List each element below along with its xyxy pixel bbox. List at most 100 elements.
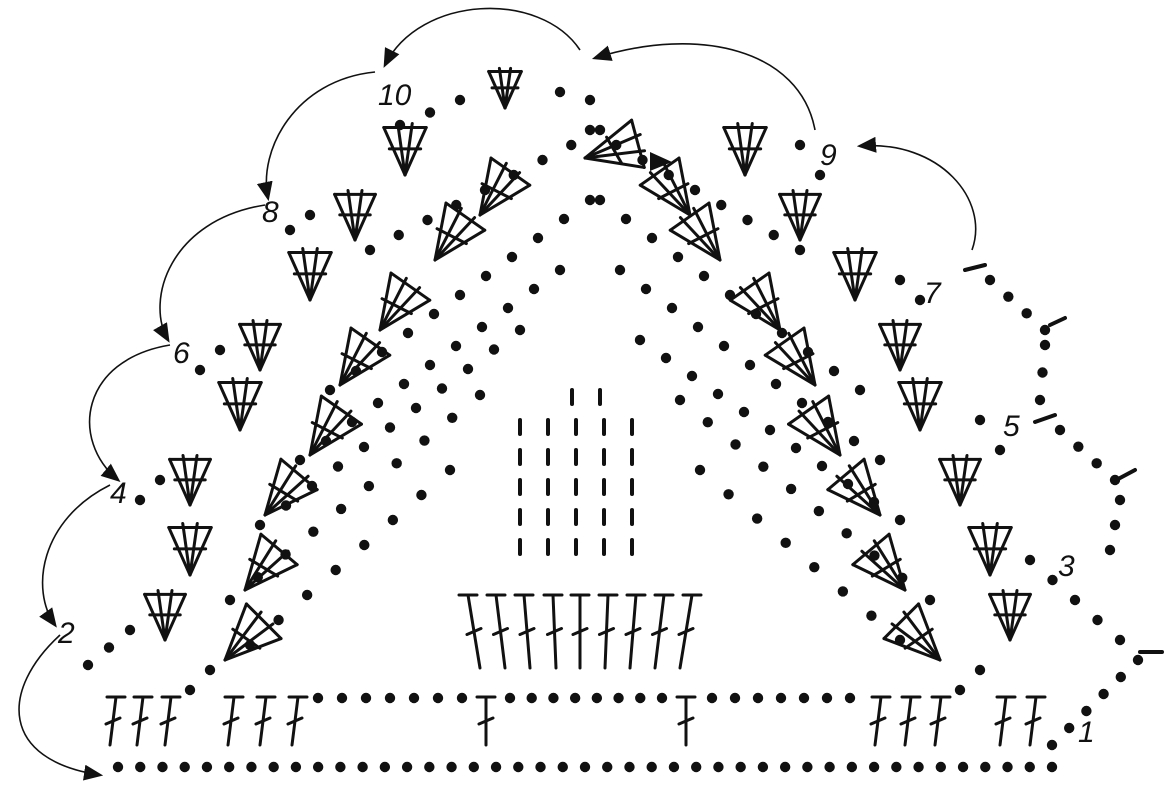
double-crochet [931, 697, 950, 745]
chain-stitch [690, 185, 700, 195]
chain-stitch [445, 465, 455, 475]
chain-stitch [875, 455, 885, 465]
chain-stitch [180, 762, 190, 772]
double-crochet [871, 697, 890, 745]
chain-stitch [409, 693, 419, 703]
chain-stitch [291, 762, 301, 772]
chain-stitch [364, 481, 374, 491]
chain-stitch [716, 200, 726, 210]
fan-cluster [940, 455, 981, 505]
chain-stitch [104, 642, 114, 652]
chain-stitch [416, 490, 426, 500]
chain-stitch [337, 693, 347, 703]
chain-stitch [841, 528, 851, 538]
chain-stitch [1025, 762, 1035, 772]
chain-stitch [580, 762, 590, 772]
chain-stitch [268, 762, 278, 772]
slip-stitch [1050, 318, 1065, 325]
chain-stitch [739, 407, 749, 417]
chain-stitch [845, 693, 855, 703]
chain-stitch [713, 762, 723, 772]
chain-stitch [195, 365, 205, 375]
chain-stitch [507, 252, 517, 262]
fan-cluster [219, 379, 261, 430]
chain-stitch [225, 595, 235, 605]
row-number-4: 4 [110, 477, 127, 510]
chain-stitch [425, 107, 435, 117]
fan-cluster [240, 320, 281, 370]
chain-stitch [83, 660, 93, 670]
chain-stitch [703, 417, 713, 427]
chain-stitch [558, 762, 568, 772]
chain-stitch [491, 762, 501, 772]
double-crochet [544, 595, 562, 668]
chain-stitch [675, 395, 685, 405]
double-crochet [515, 595, 534, 668]
chain-stitch [769, 230, 779, 240]
chain-stitch [635, 693, 645, 703]
chain-stitch [537, 155, 547, 165]
chain-stitch [795, 245, 805, 255]
chain-stitch [647, 762, 657, 772]
fan-cluster [730, 273, 780, 330]
chain-stitch [752, 513, 762, 523]
chain-stitch [786, 484, 796, 494]
chain-stitch [157, 762, 167, 772]
row-numbers: 1 2 3 4 5 6 7 8 9 10 [57, 79, 1095, 749]
chain-stitch [477, 322, 487, 332]
chain-stitch [758, 762, 768, 772]
chain-stitch [419, 435, 429, 445]
chain-stitch [975, 665, 985, 675]
chain-stitch [985, 275, 995, 285]
chain-stitch [781, 538, 791, 548]
chain-stitch [433, 693, 443, 703]
chain-stitch [765, 425, 775, 435]
chain-stitch [895, 515, 905, 525]
chain-stitch [753, 693, 763, 703]
chain-stitch [776, 693, 786, 703]
chain-stitch [615, 265, 625, 275]
chain-stitch [457, 693, 467, 703]
fan-cluster [170, 455, 211, 505]
chain-stitch [313, 693, 323, 703]
double-crochet [1026, 697, 1045, 745]
double-crochet [677, 697, 695, 745]
chain-stitch [1047, 762, 1057, 772]
chain-stitch [302, 590, 312, 600]
chain-stitch [481, 271, 491, 281]
chain-stitch [673, 252, 683, 262]
chain-stitch [373, 398, 383, 408]
chain-stitch [797, 398, 807, 408]
fan-cluster [145, 590, 186, 640]
row-number-5: 5 [1003, 410, 1020, 443]
chain-stitch [592, 693, 602, 703]
chain-stitch [693, 322, 703, 332]
chain-stitch [555, 87, 565, 97]
chain-stitch [585, 125, 595, 135]
fan-cluster [289, 249, 331, 300]
chain-stitch [425, 360, 435, 370]
turn-arrow-1-2 [19, 635, 100, 775]
chain-stitch [780, 762, 790, 772]
chain-stitch [1105, 545, 1115, 555]
double-crochet [487, 595, 508, 668]
chain-stitch [695, 465, 705, 475]
chain-stitch [1116, 672, 1126, 682]
chain-stitch [723, 489, 733, 499]
turn-arrow-6-7 [160, 205, 265, 340]
fan-cluster [765, 328, 815, 385]
chain-stitch [113, 762, 123, 772]
row-turn-arrows [19, 8, 976, 775]
fan-cluster [245, 534, 297, 590]
chain-stitch [357, 762, 367, 772]
chain-stitch [535, 762, 545, 772]
chain-stitch [1133, 655, 1143, 665]
turn-arrow-4-5 [90, 345, 170, 480]
chain-stitch [429, 309, 439, 319]
double-crochet [133, 697, 152, 745]
chain-stitch [855, 385, 865, 395]
fan-cluster [884, 604, 940, 660]
chain-stitch [446, 762, 456, 772]
chain-stitch [641, 284, 651, 294]
